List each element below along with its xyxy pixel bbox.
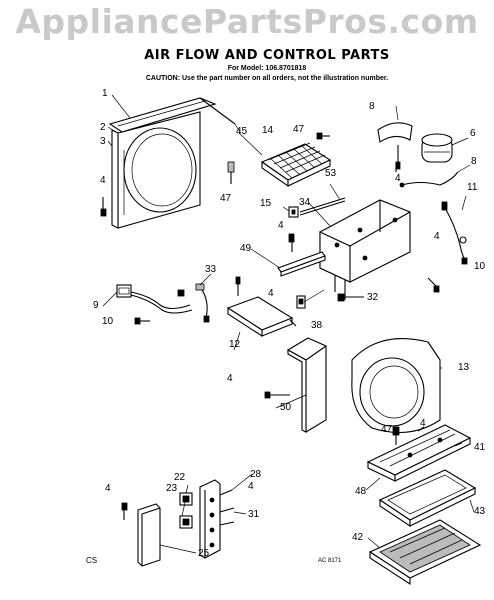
callout-23: 23	[166, 483, 178, 494]
callout-2: 2	[100, 122, 106, 133]
callout-4: 4	[420, 418, 426, 429]
callout-6: 6	[470, 128, 476, 139]
capacitor	[421, 133, 453, 163]
callout-10: 10	[474, 261, 486, 272]
callout-41: 41	[474, 442, 486, 453]
screw-4-bottom-left	[121, 502, 128, 520]
callout-12: 12	[229, 339, 241, 350]
callout-32: 32	[367, 292, 379, 303]
callout-4: 4	[227, 373, 233, 384]
callout-42: 42	[352, 532, 364, 543]
callout-4: 4	[278, 220, 284, 231]
screw-32	[337, 293, 364, 302]
callout-53: 53	[325, 168, 337, 179]
callout-14: 14	[262, 125, 274, 136]
callout-47: 47	[220, 193, 232, 204]
callout-4: 4	[395, 173, 401, 184]
screw-4-box	[427, 277, 440, 293]
front-bezel	[111, 111, 201, 229]
callout-10: 10	[102, 316, 114, 327]
callout-45: 45	[236, 126, 248, 137]
screw-47-top	[316, 132, 330, 140]
blower-housing	[351, 338, 441, 433]
callout-4: 4	[434, 231, 440, 242]
relay-23	[179, 515, 193, 529]
bracket-8	[377, 122, 413, 170]
screw-47-left	[227, 161, 235, 184]
callout-34: 34	[299, 197, 311, 208]
diagram-title: AIR FLOW AND CONTROL PARTS	[144, 48, 390, 63]
callout-8: 8	[471, 156, 477, 167]
control-box	[319, 199, 411, 300]
top-strip	[108, 97, 236, 133]
screw-4-panel	[100, 197, 107, 217]
callout-47: 47	[381, 424, 393, 435]
model-line: For Model: 106.8701818	[227, 65, 307, 72]
callout-13: 13	[458, 362, 470, 373]
caution-note: CAUTION: Use the part number on all orde…	[145, 75, 389, 82]
rod-53	[299, 197, 346, 216]
callout-48: 48	[355, 486, 367, 497]
watermark: AppliancePartsPros.com	[15, 2, 479, 41]
leader-lines	[102, 94, 475, 554]
screw-47-bottom	[392, 426, 425, 445]
air-filter	[260, 142, 332, 188]
plate-12	[226, 276, 297, 338]
callout-1: 1	[102, 88, 108, 99]
cover-25	[137, 503, 161, 567]
callout-31: 31	[248, 509, 260, 520]
drain-pan	[378, 469, 477, 528]
relay-bracket	[199, 479, 235, 559]
callout-22: 22	[174, 472, 186, 483]
tray-41	[366, 424, 472, 482]
callout-11: 11	[467, 182, 478, 193]
callout-43: 43	[474, 506, 486, 517]
callout-4: 4	[268, 288, 274, 299]
rail-49	[277, 233, 326, 277]
wire-harness-11	[441, 201, 468, 265]
callout-4: 4	[100, 175, 106, 186]
callout-38: 38	[311, 320, 323, 331]
clip-15	[288, 206, 299, 218]
screw-10-left	[134, 317, 150, 325]
strap-8	[399, 171, 459, 188]
callout-25: 25	[198, 548, 210, 559]
footer-right-code: AC 8171	[318, 558, 342, 564]
wire-harness-33	[116, 283, 210, 323]
clip-38	[296, 295, 306, 309]
callout-9: 9	[93, 300, 99, 311]
callout-4: 4	[248, 481, 254, 492]
callout-28: 28	[250, 469, 262, 480]
callout-15: 15	[260, 198, 272, 209]
callout-50: 50	[280, 402, 292, 413]
footer-left-code: CS	[86, 556, 98, 565]
callout-49: 49	[240, 243, 252, 254]
callout-4: 4	[105, 483, 111, 494]
callout-33: 33	[205, 264, 217, 275]
callout-3: 3	[100, 136, 106, 147]
callout-8: 8	[369, 101, 375, 112]
callout-47: 47	[293, 124, 305, 135]
filter-42	[368, 519, 482, 586]
bracket-50	[264, 337, 327, 433]
